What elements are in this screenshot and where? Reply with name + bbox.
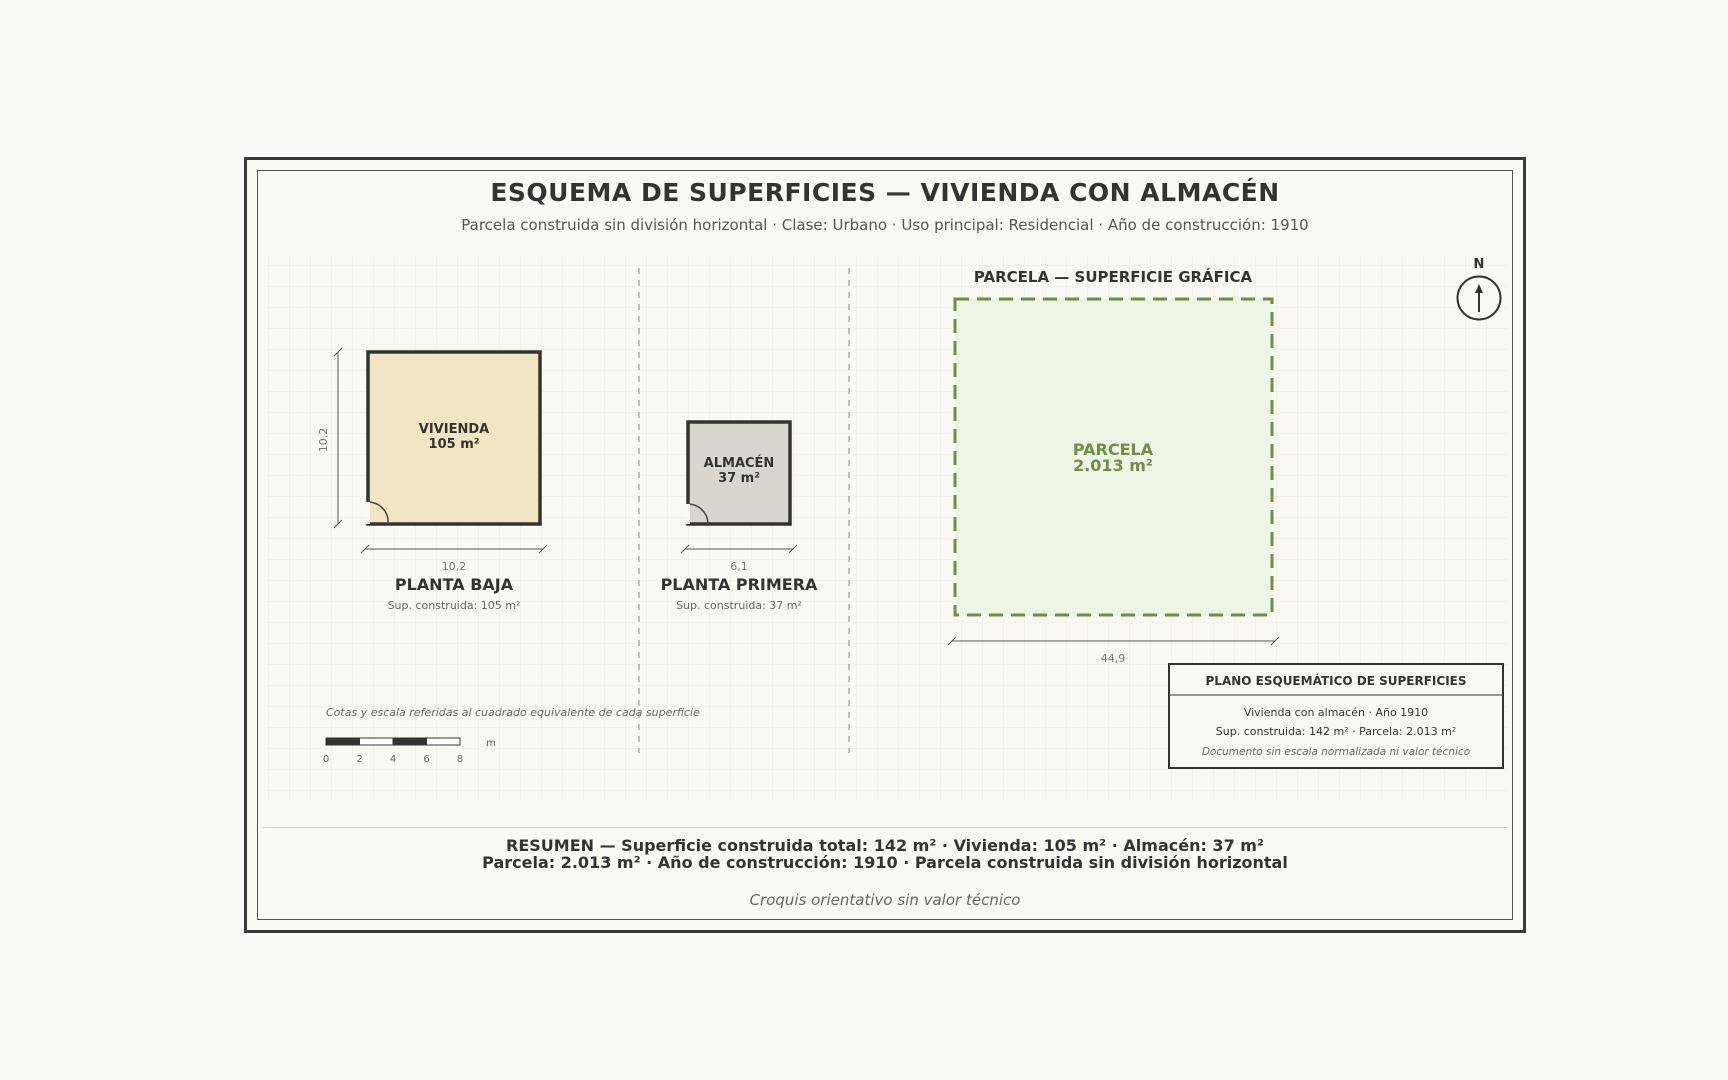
scale-tick: 0	[323, 754, 329, 765]
scale-segment	[426, 737, 461, 746]
parcela-area: 2.013 m²	[1073, 456, 1153, 475]
parcela-name: PARCELA	[1073, 440, 1154, 459]
page-subtitle: Parcela construida sin división horizont…	[461, 216, 1309, 234]
plan-planta-baja: VIVIENDA 105 m² 10,2 10,2 PLANTA BAJA Su…	[317, 347, 548, 612]
vivienda-area: 105 m²	[429, 437, 480, 452]
dimension-tick	[947, 636, 957, 646]
legend-frame	[1168, 663, 1504, 769]
summary-line-2: Parcela: 2.013 m² · Año de construcción:…	[482, 853, 1288, 872]
door-swing	[367, 501, 389, 525]
plan-drawing: VIVIENDA 105 m² 10,2 10,2 PLANTA BAJA Su…	[267, 255, 1507, 800]
scale-unit: m	[486, 738, 496, 749]
legend-line-3: Documento sin escala normalizada ni valo…	[1202, 746, 1470, 758]
dimension-tick	[1270, 636, 1280, 646]
almacen-area: 37 m²	[718, 471, 760, 486]
scale-tick: 2	[356, 754, 362, 765]
dimension-tick	[680, 544, 690, 554]
sheet-inner-border	[257, 170, 1513, 920]
planta-baja-label: PLANTA BAJA	[395, 575, 514, 594]
scale-tick: 4	[390, 754, 396, 765]
planta-primera-sub: Sup. construida: 37 m²	[676, 599, 802, 612]
planta-primera-label: PLANTA PRIMERA	[661, 575, 818, 594]
vivienda-height-dim: 10,2	[317, 428, 330, 453]
scale-segment	[325, 737, 360, 746]
scale-bar: Cotas y escala referidas al cuadrado equ…	[323, 706, 700, 765]
scale-segment	[359, 737, 394, 746]
plan-planta-primera: ALMACÉN 37 m² 6,1 PLANTA PRIMERA Sup. co…	[661, 420, 818, 612]
parcela-area-square	[953, 297, 1274, 617]
vivienda-room	[366, 350, 542, 526]
door-swing	[687, 503, 709, 525]
planta-baja-sub: Sup. construida: 105 m²	[388, 599, 521, 612]
footnote: Croquis orientativo sin valor técnico	[749, 891, 1021, 909]
dimension-tick	[333, 519, 343, 529]
legend-line-2: Sup. construida: 142 m² · Parcela: 2.013…	[1216, 725, 1456, 738]
almacen-room	[686, 420, 792, 526]
summary-line-1: RESUMEN — Superficie construida total: 1…	[506, 836, 1264, 855]
dimension-tick	[788, 544, 798, 554]
parcela-heading: PARCELA — SUPERFICIE GRÁFICA	[974, 267, 1253, 286]
page-title: ESQUEMA DE SUPERFICIES — VIVIENDA CON AL…	[490, 178, 1280, 207]
vivienda-width-dim: 10,2	[442, 560, 467, 573]
summary-block: RESUMEN — Superficie construida total: 1…	[247, 837, 1523, 871]
almacen-name: ALMACÉN	[704, 455, 775, 471]
north-arrow-head-icon	[1475, 284, 1483, 293]
summary-divider	[263, 827, 1507, 828]
legend-box: PLANO ESQUEMÁTICO DE SUPERFICIES Viviend…	[1168, 663, 1504, 769]
scale-note: Cotas y escala referidas al cuadrado equ…	[326, 706, 700, 719]
legend-line-1: Vivienda con almacén · Año 1910	[1244, 706, 1428, 719]
parcela-width-dim: 44,9	[1101, 652, 1126, 665]
north-arrow: N	[1456, 257, 1502, 321]
drawing-sheet: VIVIENDA 105 m² 10,2 10,2 PLANTA BAJA Su…	[244, 157, 1526, 933]
scale-segment	[392, 737, 427, 746]
north-label: N	[1474, 257, 1485, 272]
dimension-tick	[360, 544, 370, 554]
legend-title: PLANO ESQUEMÁTICO DE SUPERFICIES	[1206, 673, 1467, 688]
scale-tick: 6	[423, 754, 429, 765]
scale-tick: 8	[457, 754, 463, 765]
dimension-tick	[538, 544, 548, 554]
plan-parcela: PARCELA — SUPERFICIE GRÁFICA PARCELA 2.0…	[947, 267, 1280, 665]
almacen-width-dim: 6,1	[730, 560, 748, 573]
dimension-tick	[333, 347, 343, 357]
vivienda-name: VIVIENDA	[419, 422, 489, 437]
